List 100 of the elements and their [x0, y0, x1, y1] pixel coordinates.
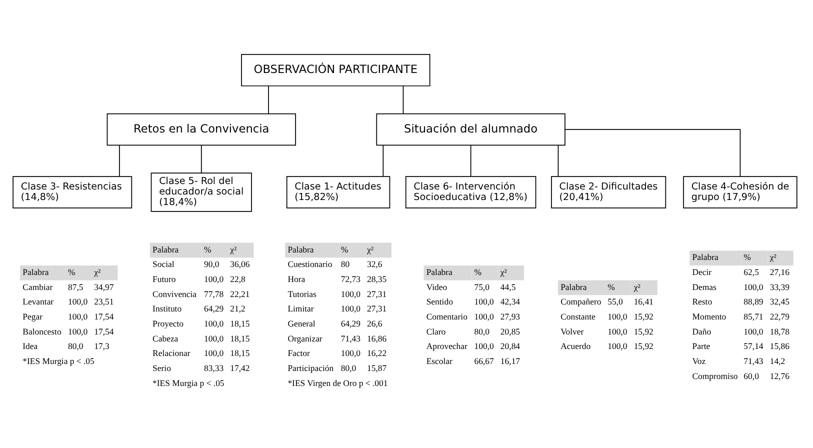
node-label: 77,78 — [204, 288, 224, 298]
node-label: Cambiar — [22, 281, 53, 292]
node-label: Factor — [288, 348, 310, 358]
node-label: 100,0 — [744, 281, 764, 292]
node-label: 18,78 — [770, 326, 790, 336]
node-label: 33,39 — [770, 281, 790, 292]
node-label: Video — [426, 281, 448, 292]
node-label: 75,0 — [474, 281, 490, 292]
node-label: 27,16 — [770, 266, 790, 277]
node-box: Clase 6- Intervención Socioeducativa (12,8%) — [405, 176, 536, 208]
node-label: Compromiso — [692, 370, 738, 380]
node-label: 80,0 — [68, 340, 84, 351]
node-label: Tutorias — [288, 288, 316, 298]
node-label: 100,0 — [204, 318, 224, 328]
node-label: Escolar — [426, 355, 452, 366]
node-label: 21,2 — [230, 303, 246, 314]
node-label: 32,45 — [770, 296, 790, 306]
node-label: 87,5 — [68, 281, 84, 292]
node-label: 15,92 — [634, 311, 654, 322]
connector — [119, 144, 120, 176]
node-label: Cabeza — [152, 332, 178, 343]
node-label: 100,0 — [68, 311, 88, 322]
node-label: 64,29 — [204, 303, 224, 314]
node-label: 80,0 — [340, 362, 356, 372]
node-label: 22,79 — [770, 311, 790, 322]
node-box: Clase 4-Cohesión de grupo (17,9%) — [683, 176, 798, 208]
node-label: Comentario — [426, 311, 468, 322]
node-label: 12,76 — [770, 370, 790, 380]
node-label: 80,0 — [474, 326, 490, 336]
node-label: 55,0 — [608, 296, 623, 306]
node-label: *IES Murgia p < .05 — [152, 377, 224, 388]
node-label: Instituto — [152, 303, 182, 314]
node-label: 17,3 — [94, 340, 110, 351]
node-label: 17,42 — [230, 362, 250, 372]
node-label: Idea — [22, 340, 38, 351]
node-label: 90,0 — [204, 258, 220, 269]
connector — [558, 144, 559, 176]
node-label: Acuerdo — [560, 340, 591, 351]
node-label: 66,67 — [474, 355, 494, 366]
node-label: Convivencia — [152, 288, 197, 298]
node-label: 62,5 — [744, 266, 759, 277]
node-label: Social — [152, 258, 174, 269]
node-box: Clase 3- Resistencias (14,8%) — [12, 176, 132, 208]
node-box: Situación del alumnado — [376, 112, 566, 146]
node-label: 100,0 — [474, 340, 494, 351]
node-label: Levantar — [22, 296, 54, 306]
node-label: 15,87 — [367, 362, 387, 372]
node-label: 100,0 — [474, 311, 494, 322]
node-label: 16,22 — [367, 348, 387, 358]
node-label: 16,86 — [367, 332, 387, 343]
node-box: OBSERVACIÓN PARTICIPANTE — [241, 54, 430, 86]
node-label: 100,0 — [608, 340, 628, 351]
node-label: Organizar — [288, 332, 322, 343]
connector — [200, 144, 202, 173]
connector — [470, 144, 472, 176]
node-label: 100,0 — [204, 332, 224, 343]
node-label: Demas — [692, 281, 716, 292]
node-label: 17,54 — [94, 311, 114, 322]
node-label: Decir — [692, 266, 712, 277]
node-label: Hora — [288, 274, 306, 284]
node-label: Cuestionario — [288, 258, 332, 269]
node-label: 32,6 — [367, 258, 382, 269]
node-label: 100,0 — [474, 296, 494, 306]
node-label: 60,0 — [744, 370, 759, 380]
node-label: 15,92 — [634, 326, 654, 336]
node-label: 28,35 — [367, 274, 387, 284]
connector — [382, 144, 384, 176]
node-label: Serio — [152, 362, 171, 372]
node-label: Relacionar — [152, 348, 190, 358]
node-label: Participación — [288, 362, 334, 372]
node-label: 100,0 — [608, 311, 628, 322]
node-label: Voz — [692, 355, 706, 366]
node-label: 22,8 — [230, 274, 246, 284]
node-label: Parte — [692, 340, 710, 351]
node-label: 100,0 — [608, 326, 628, 336]
node-label: 36,06 — [230, 258, 250, 269]
node-label: Pegar — [22, 311, 42, 322]
node-box: Clase 5- Rol del educador/a social (18,4%) — [150, 172, 252, 212]
node-label: 18,15 — [230, 348, 250, 358]
node-label: Futuro — [152, 274, 176, 284]
node-box: Clase 1- Actitudes (15,82%) — [286, 176, 390, 208]
node-label: Momento — [692, 311, 726, 322]
connector — [564, 128, 741, 176]
node-label: 64,29 — [340, 318, 360, 328]
node-label: 16,41 — [634, 296, 654, 306]
connector — [268, 85, 269, 114]
node-label: 34,97 — [94, 281, 114, 292]
node-label: 27,93 — [500, 311, 520, 322]
node-label: Resto — [692, 296, 712, 306]
node-label: 100,0 — [68, 326, 88, 336]
node-label: 57,14 — [744, 340, 764, 351]
node-label: *IES Virgen de Oro p < .001 — [288, 377, 388, 388]
node-box: Clase 2- Dificultades (20,41%) — [551, 176, 666, 208]
node-box: Retos en la Convivencia — [106, 112, 296, 146]
node-label: 15,92 — [634, 340, 654, 351]
node-label: *IES Murgia p < .05 — [22, 355, 94, 366]
node-label: 44,5 — [500, 281, 516, 292]
node-label: 88,89 — [744, 296, 764, 306]
node-label: 15,86 — [770, 340, 790, 351]
node-label: 100,0 — [68, 296, 88, 306]
